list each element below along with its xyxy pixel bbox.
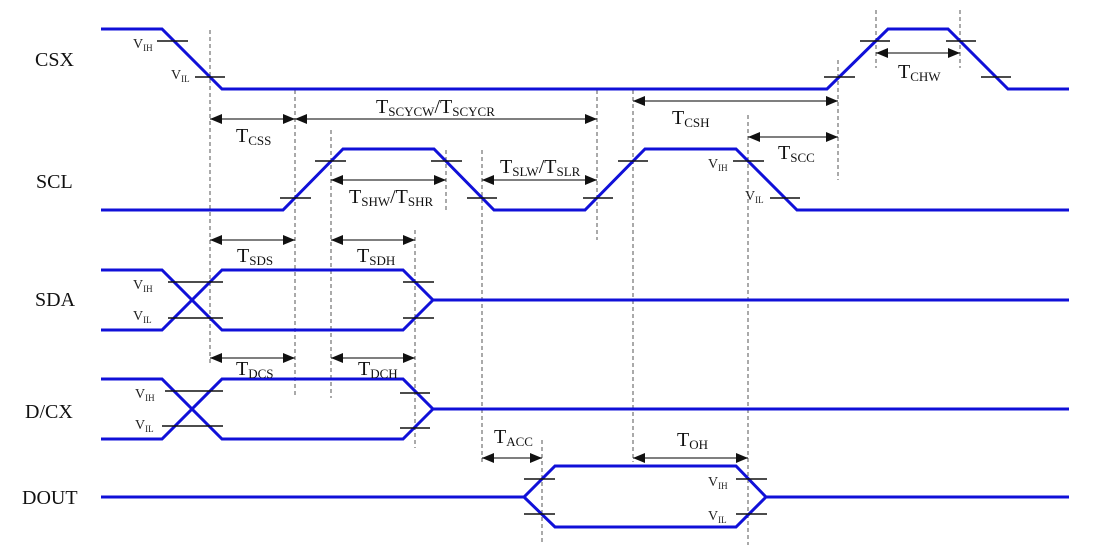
timing-label-tdch: TDCH bbox=[358, 358, 398, 381]
vih-label: VIH bbox=[133, 37, 153, 53]
timing-label-tsdh: TSDH bbox=[357, 245, 395, 268]
timing-arrows bbox=[210, 48, 960, 463]
sda-low-path bbox=[101, 268, 435, 332]
timing-label-tcss: TCSS bbox=[236, 125, 271, 148]
signal-label-csx: CSX bbox=[35, 49, 74, 71]
signal-label-scl: SCL bbox=[36, 171, 73, 193]
waveform-dcx bbox=[101, 377, 1069, 441]
sda-high-path bbox=[101, 268, 1069, 332]
timing-label-tdcs: TDCS bbox=[236, 358, 274, 381]
dcx-low-path bbox=[101, 377, 435, 441]
threshold-ticks-csx bbox=[157, 40, 1011, 78]
waveform-sda bbox=[101, 268, 1069, 332]
signal-label-dcx: D/CX bbox=[25, 401, 73, 423]
timing-label-tscyc: TSCYCW/TSCYCR bbox=[376, 96, 495, 119]
vil-label: VIL bbox=[135, 418, 154, 434]
waveform-dout bbox=[101, 464, 1069, 529]
waveform-csx bbox=[101, 27, 1069, 91]
timing-label-tchw: TCHW bbox=[898, 61, 941, 84]
timing-label-tsds: TSDS bbox=[237, 245, 273, 268]
vih-label: VIH bbox=[133, 278, 153, 294]
timing-label-tscc: TSCC bbox=[778, 142, 815, 165]
vil-label: VIL bbox=[133, 309, 152, 325]
vih-label: VIH bbox=[708, 157, 728, 173]
dcx-high-path bbox=[101, 377, 1069, 441]
threshold-ticks-sda bbox=[168, 281, 434, 319]
threshold-ticks-dcx bbox=[162, 390, 430, 429]
threshold-ticks-scl bbox=[280, 160, 800, 199]
timing-label-tcsh: TCSH bbox=[672, 107, 710, 130]
vil-label: VIL bbox=[708, 509, 727, 525]
vil-label: VIL bbox=[171, 68, 190, 84]
vil-label: VIL bbox=[745, 189, 764, 205]
vih-label: VIH bbox=[708, 475, 728, 491]
signal-label-dout: DOUT bbox=[22, 487, 78, 509]
timing-label-tshw: TSHW/TSHR bbox=[349, 186, 434, 209]
dout-upper-path bbox=[101, 464, 1069, 499]
vih-label: VIH bbox=[135, 387, 155, 403]
dout-lower-path bbox=[522, 495, 768, 529]
timing-label-tslw: TSLW/TSLR bbox=[500, 156, 581, 179]
waveform-scl bbox=[101, 147, 1069, 212]
signal-label-sda: SDA bbox=[35, 289, 76, 311]
threshold-ticks-dout bbox=[524, 478, 767, 515]
timing-label-toh: TOH bbox=[677, 429, 708, 452]
guide-lines bbox=[209, 10, 961, 545]
timing-label-tacc: TACC bbox=[494, 426, 533, 449]
